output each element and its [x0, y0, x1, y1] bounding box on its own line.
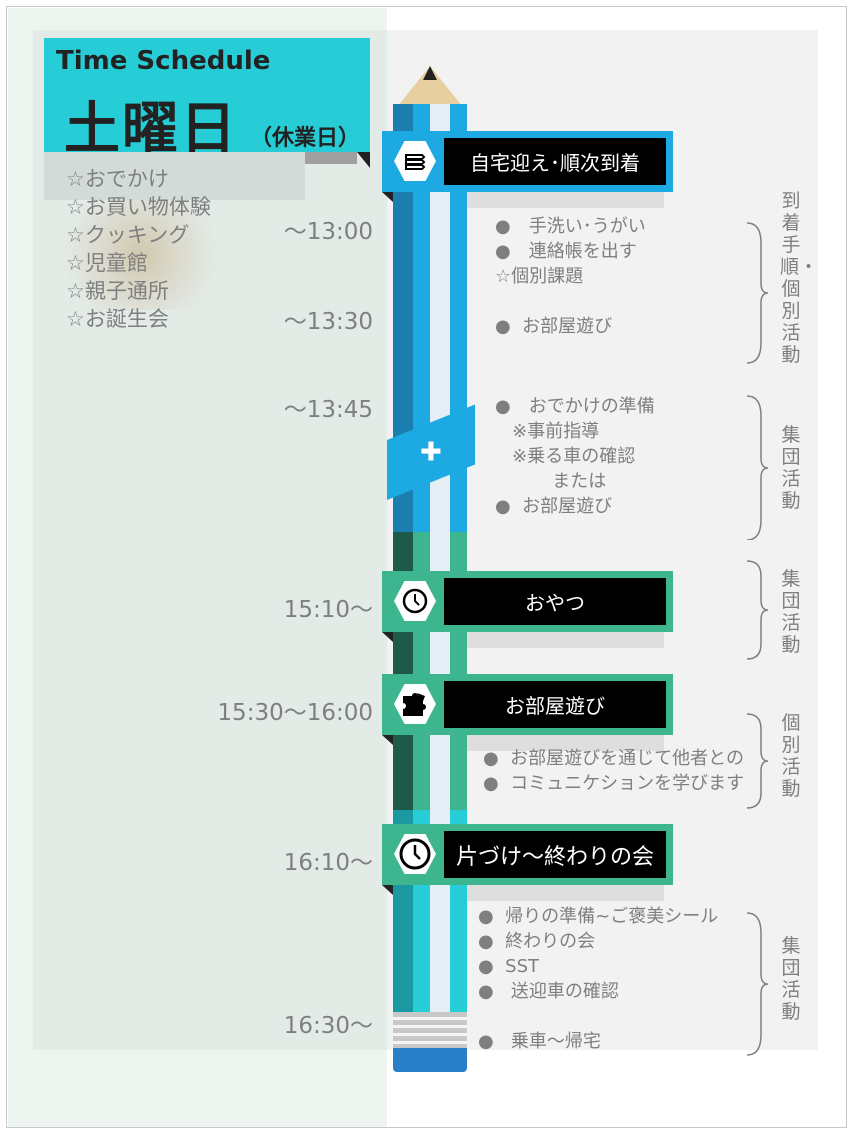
activity-list: ☆おでかけ ☆お買い物体験 ☆クッキング ☆児童館 ☆親子通所 ☆お誕生会: [66, 165, 211, 333]
title-underlay-dark: [305, 152, 357, 164]
title-fold: [357, 152, 370, 168]
activity-item: ☆お買い物体験: [66, 195, 211, 219]
activity-item: ☆親子通所: [66, 279, 169, 303]
activity-item: ☆児童館: [66, 251, 148, 275]
banner-shadow: [467, 885, 664, 901]
group-label: 個別活動: [781, 712, 801, 800]
title-underlay: [44, 152, 305, 200]
title-box: Time Schedule 土曜日 （休業日）: [44, 38, 370, 162]
puzzle-icon: ✚: [420, 437, 442, 468]
group-items: ● お部屋遊びを通じて他者との ● コミュニケションを学びます: [483, 748, 745, 794]
books-icon: [394, 141, 436, 181]
banner-label: おやつ: [444, 578, 666, 625]
activity-item: ☆おでかけ: [66, 167, 169, 191]
banner-snack: おやつ: [382, 571, 673, 642]
group-label: 到着手順・個別活動: [780, 190, 819, 366]
pencil-ferrule: [393, 1012, 467, 1048]
clock-icon: [394, 581, 436, 621]
time-label: 〜13:45: [283, 397, 373, 423]
time-label: 15:30〜16:00: [217, 700, 373, 726]
group-label: 集団活動: [781, 935, 801, 1023]
group-items: ● おでかけの準備 ※事前指導 ※乗る車の確認 または ● お部屋遊び: [495, 396, 655, 517]
time-label: 15:10〜: [283, 597, 373, 623]
time-label: 〜13:00: [283, 219, 373, 245]
day-note: （休業日）: [250, 126, 361, 151]
group-label: 集団活動: [781, 568, 801, 656]
pencil-eraser: [393, 1048, 467, 1072]
banner-shadow: [467, 632, 664, 648]
banner-label: 片づけ～終わりの会: [444, 831, 666, 878]
title: Time Schedule: [56, 46, 271, 76]
banner-label: お部屋遊び: [444, 681, 666, 728]
banner-shadow: [467, 735, 664, 751]
brace-icon: [746, 222, 769, 364]
day-label: 土曜日: [64, 97, 238, 162]
time-label: 〜13:30: [283, 309, 373, 335]
banner-shadow: [467, 192, 664, 208]
page-frame: [6, 6, 847, 1128]
banner-closing: 片づけ～終わりの会: [382, 824, 673, 895]
clock-photo: [44, 200, 220, 310]
brace-icon: [746, 560, 769, 660]
clock-icon: [394, 834, 436, 874]
time-label: 16:10〜: [283, 850, 373, 876]
puzzle-icon: [394, 684, 436, 724]
banner-playroom: お部屋遊び: [382, 674, 673, 745]
time-label: 16:30〜: [283, 1013, 373, 1039]
activity-item: ☆お誕生会: [66, 307, 169, 331]
brace-icon: [746, 713, 769, 809]
group-items: ● 帰りの準備~ご褒美シール ● 終わりの会 ● SST ● 送迎車の確認 ● …: [478, 906, 719, 1052]
brace-icon: [746, 395, 769, 540]
brace-icon: [746, 912, 769, 1056]
banner-arrival: 自宅迎え･順次到着: [382, 131, 673, 202]
group-label: 集団活動: [781, 424, 801, 512]
group-items: ● 手洗い･うがい ● 連絡帳を出す ☆個別課題 ● お部屋遊び: [495, 216, 646, 337]
banner-label: 自宅迎え･順次到着: [444, 138, 666, 185]
activity-item: ☆クッキング: [66, 223, 190, 247]
